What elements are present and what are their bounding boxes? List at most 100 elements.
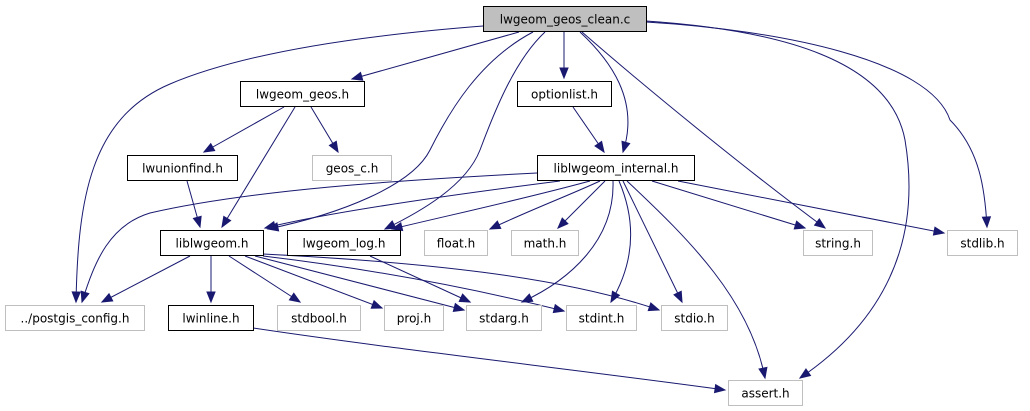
edge-line — [221, 106, 296, 228]
edge-liblwgeom-h-to-lwinline-h — [206, 256, 216, 304]
arrowhead-icon — [71, 291, 81, 304]
edge-line — [101, 255, 191, 303]
node-stdint-h: stdint.h — [566, 305, 637, 331]
edge-line — [228, 255, 301, 303]
edge-line — [645, 20, 910, 379]
node-box — [287, 230, 401, 256]
node-box — [277, 305, 361, 331]
node-lwunionfind-h[interactable]: lwunionfind.h — [127, 155, 238, 181]
arrowhead-icon — [673, 290, 683, 304]
edge-line — [645, 21, 988, 228]
node-label: lwgeom_geos.h — [256, 88, 349, 102]
arrowhead-icon — [813, 217, 827, 229]
node-lwgeom-geos-clean-c[interactable]: lwgeom_geos_clean.c — [483, 6, 647, 32]
edge-liblwgeom-h-to-stdbool-h — [228, 255, 302, 303]
node-label: float.h — [437, 237, 475, 251]
node-lwinline-h[interactable]: lwinline.h — [168, 305, 254, 331]
node-box — [947, 230, 1018, 256]
node-optionlist-h[interactable]: optionlist.h — [517, 81, 612, 107]
node-box — [160, 230, 264, 256]
edge-liblwgeom-h-to-stdio-h — [262, 253, 661, 312]
arrowhead-icon — [206, 291, 216, 304]
node-string-h: string.h — [803, 230, 873, 256]
edge-line — [557, 180, 606, 229]
edge-liblwgeom-h-to-postgis-config-h — [100, 255, 191, 303]
arrowhead-icon — [221, 215, 232, 229]
edge-liblwgeom-internal-h-to-postgis-config-h — [80, 172, 538, 304]
arrowhead-icon — [559, 67, 569, 80]
edge-line — [622, 180, 683, 303]
node-lwgeom-log-h[interactable]: lwgeom_log.h — [287, 230, 401, 256]
edge-line — [489, 180, 601, 230]
node-box — [728, 380, 803, 406]
edge-lwgeom-geos-h-to-lwunionfind-h — [202, 106, 285, 153]
edge-line — [581, 31, 826, 229]
edge-line — [252, 327, 726, 391]
arrowhead-icon — [621, 140, 631, 154]
node-postgis-config-h: ../postgis_config.h — [5, 305, 145, 331]
arrowhead-icon — [557, 217, 569, 229]
edge-lwgeom-geos-clean-c-to-assert-h — [645, 20, 910, 379]
edge-line — [264, 180, 561, 229]
edge-liblwgeom-h-to-proj-h — [244, 255, 384, 309]
arrowhead-icon — [552, 303, 566, 314]
node-stdlib-h: stdlib.h — [947, 230, 1018, 256]
edge-lwgeom-geos-clean-c-to-lwgeom-log-h — [383, 31, 546, 230]
edge-line — [677, 180, 945, 234]
arrowhead-icon — [383, 220, 397, 230]
node-box — [5, 305, 145, 331]
edge-line — [244, 255, 383, 309]
node-proj-h: proj.h — [384, 305, 444, 331]
arrowhead-icon — [80, 290, 90, 304]
edge-line — [626, 180, 766, 379]
edge-line — [351, 31, 520, 80]
edge-lwgeom-geos-h-to-liblwgeom-h — [221, 106, 296, 229]
node-label: lwgeom_geos_clean.c — [500, 13, 630, 27]
arrowhead-icon — [370, 299, 384, 309]
node-label: ../postgis_config.h — [21, 312, 130, 326]
arrowhead-icon — [758, 366, 768, 380]
edge-optionlist-h-to-liblwgeom-internal-h — [572, 106, 605, 154]
arrowhead-icon — [458, 293, 472, 303]
edge-liblwgeom-internal-h-to-stdint-h — [610, 180, 632, 304]
node-box — [312, 155, 392, 181]
node-label: geos_c.h — [326, 162, 379, 176]
node-box — [566, 305, 637, 331]
edge-liblwgeom-internal-h-to-stdlib-h — [677, 180, 946, 236]
edge-lwgeom-geos-clean-c-to-string-h — [581, 31, 827, 229]
node-label: assert.h — [741, 387, 789, 401]
arrowhead-icon — [594, 140, 605, 154]
edge-lwgeom-geos-clean-c-to-optionlist-h — [559, 32, 569, 80]
arrowhead-icon — [488, 220, 502, 230]
edge-lwgeom-geos-h-to-geos-c-h — [310, 106, 339, 154]
node-liblwgeom-h[interactable]: liblwgeom.h — [160, 230, 264, 256]
edge-line — [262, 255, 565, 312]
node-math-h: math.h — [511, 230, 579, 256]
node-box — [466, 305, 542, 331]
edge-line — [369, 255, 471, 303]
edge-lwgeom-geos-clean-c-to-stdlib-h — [645, 21, 992, 229]
node-label: liblwgeom.h — [176, 237, 249, 251]
edge-lwgeom-geos-clean-c-to-lwgeom-geos-h — [350, 31, 520, 81]
arrowhead-icon — [647, 302, 661, 312]
node-liblwgeom-internal-h[interactable]: liblwgeom_internal.h — [537, 155, 695, 181]
arrowhead-icon — [390, 221, 404, 232]
edge-line — [81, 172, 538, 303]
edge-line — [384, 31, 546, 230]
edge-line — [651, 180, 806, 229]
node-box — [511, 230, 579, 256]
node-lwgeom-geos-h[interactable]: lwgeom_geos.h — [240, 81, 365, 107]
edge-lwgeom-geos-clean-c-to-liblwgeom-internal-h — [579, 31, 631, 154]
arrowhead-icon — [798, 368, 812, 379]
edge-lwgeom-log-h-to-stdarg-h — [369, 255, 472, 303]
arrowhead-icon — [328, 140, 339, 154]
node-box — [483, 6, 647, 32]
edge-liblwgeom-h-to-stdint-h — [262, 255, 566, 314]
edge-line — [610, 180, 632, 303]
arrowhead-icon — [263, 220, 277, 231]
arrowhead-icon — [793, 220, 807, 230]
node-box — [240, 81, 365, 107]
edge-line — [262, 253, 660, 311]
node-stdbool-h: stdbool.h — [277, 305, 361, 331]
